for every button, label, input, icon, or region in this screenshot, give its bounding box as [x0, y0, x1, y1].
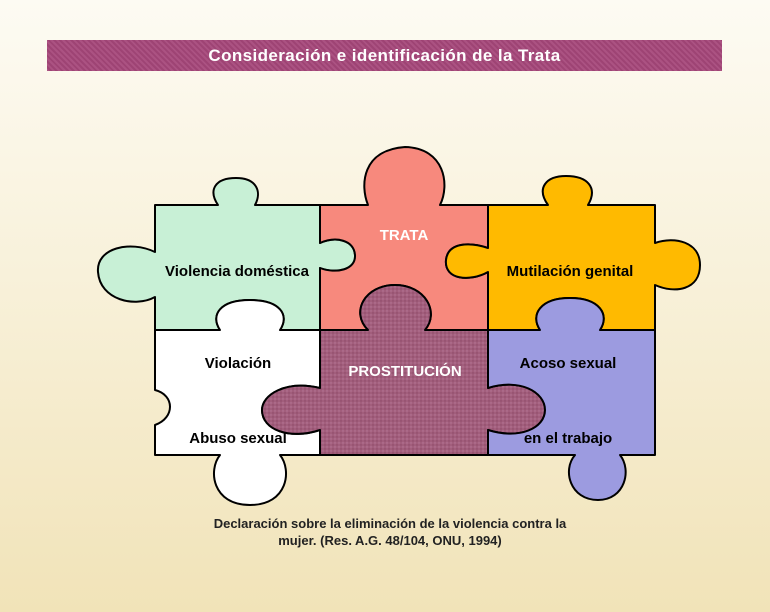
label-violacion: Violación: [205, 355, 271, 372]
label-mutilacion: Mutilación genital: [507, 263, 634, 280]
caption-line-1: Declaración sobre la eliminación de la v…: [213, 516, 567, 531]
label-prostitucion: PROSTITUCIÓN: [348, 362, 461, 380]
puzzle-piece-acoso: [487, 297, 656, 501]
label-trabajo: en el trabajo: [524, 430, 612, 447]
label-acoso: Acoso sexual: [520, 355, 617, 372]
label-abuso: Abuso sexual: [189, 430, 287, 447]
title-bar: Consideración e identificación de la Tra…: [47, 40, 722, 71]
caption: Declaración sobre la eliminación de la v…: [120, 515, 660, 549]
page-title: Consideración e identificación de la Tra…: [208, 45, 561, 65]
label-trata: TRATA: [380, 227, 429, 244]
caption-line-2: mujer. (Res. A.G. 48/104, ONU, 1994): [278, 533, 502, 548]
label-violencia: Violencia doméstica: [165, 263, 310, 280]
